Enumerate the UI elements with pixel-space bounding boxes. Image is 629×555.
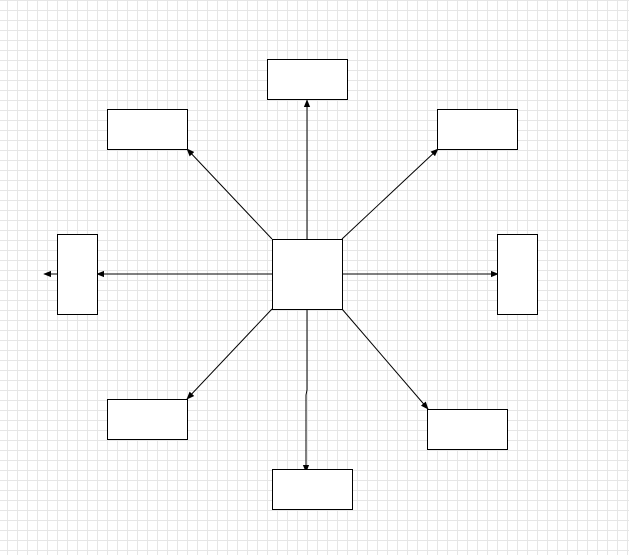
connector-top-left[interactable] bbox=[186, 148, 273, 240]
nodes bbox=[57, 59, 538, 510]
node-bottom-right[interactable] bbox=[427, 409, 508, 450]
connectors bbox=[43, 99, 499, 473]
connector-bottom-right[interactable] bbox=[341, 308, 429, 410]
connector-bottom-left[interactable] bbox=[186, 308, 273, 400]
node-right[interactable] bbox=[497, 234, 538, 315]
node-bottom-left[interactable] bbox=[107, 399, 188, 440]
connector-bottom[interactable] bbox=[302, 309, 310, 473]
node-bottom[interactable] bbox=[272, 469, 353, 510]
node-top-right[interactable] bbox=[437, 109, 518, 150]
node-center[interactable] bbox=[272, 239, 343, 310]
node-top-left[interactable] bbox=[107, 109, 188, 150]
connector-top-right[interactable] bbox=[341, 148, 439, 240]
node-left[interactable] bbox=[57, 234, 98, 315]
node-top[interactable] bbox=[267, 59, 348, 100]
